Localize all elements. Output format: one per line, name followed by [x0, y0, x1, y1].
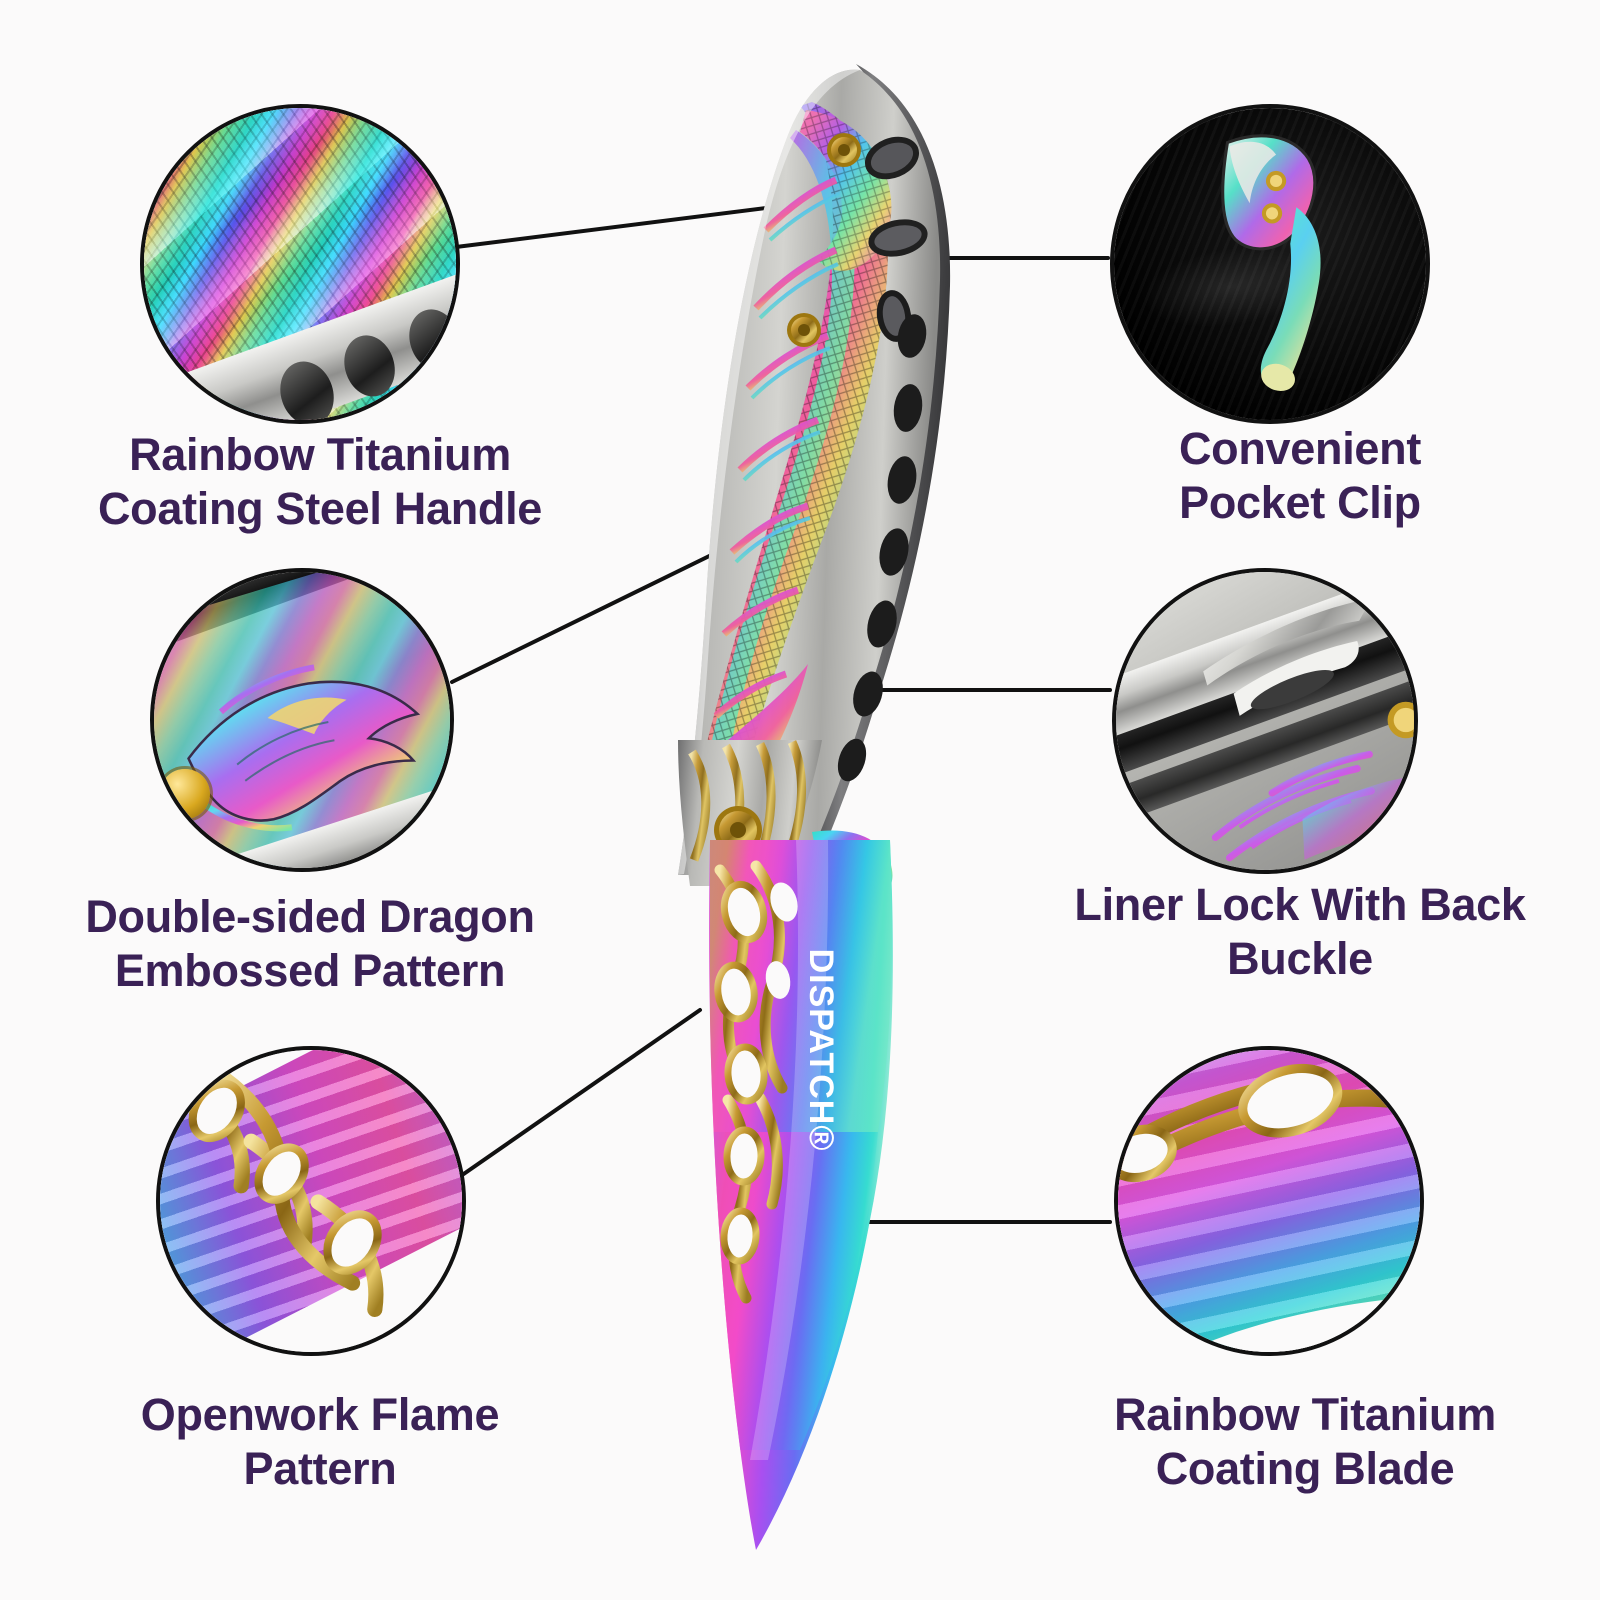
handle-spine-holes	[837, 136, 928, 782]
label-line-1: Liner Lock With Back	[1074, 879, 1526, 930]
knife-blade: DISPATCH®	[709, 840, 893, 1550]
label-rainbow-titanium-coating-blade: Rainbow Titanium Coating Blade	[1030, 1388, 1580, 1496]
callout-convenient-pocket-clip	[1110, 104, 1430, 424]
openwork-flame-pattern	[714, 860, 798, 1304]
label-line-1: Openwork Flame	[140, 1389, 500, 1440]
flame-cutouts	[719, 882, 798, 1259]
callout-openwork-flame-pattern	[156, 1046, 466, 1356]
label-convenient-pocket-clip: Convenient Pocket Clip	[1020, 422, 1580, 530]
label-line-1: Rainbow Titanium	[129, 429, 511, 480]
label-rainbow-titanium-coating-steel-handle: Rainbow Titanium Coating Steel Handle	[40, 428, 600, 536]
label-line-2: Coating Blade	[1155, 1443, 1455, 1494]
label-line-1: Convenient	[1178, 423, 1422, 474]
callout-rainbow-titanium-coating-steel-handle	[140, 104, 460, 424]
label-line-2: Embossed Pattern	[114, 945, 506, 996]
callout-liner-lock-with-back-buckle	[1112, 568, 1418, 874]
label-line-2: Pocket Clip	[1179, 477, 1421, 528]
handle-gold-screws	[787, 133, 861, 347]
label-line-1: Double-sided Dragon	[85, 891, 535, 942]
label-line-2: Pattern	[243, 1443, 397, 1494]
callout-double-sided-dragon-embossed-pattern	[150, 568, 454, 872]
label-openwork-flame-pattern: Openwork Flame Pattern	[50, 1388, 590, 1496]
product-knife-illustration: DISPATCH®	[678, 64, 951, 1550]
label-line-2: Buckle	[1227, 933, 1373, 984]
label-line-2: Coating Steel Handle	[97, 483, 543, 534]
callout-rainbow-titanium-coating-blade	[1114, 1046, 1424, 1356]
label-liner-lock-with-back-buckle: Liner Lock With Back Buckle	[1000, 878, 1600, 986]
label-line-1: Rainbow Titanium	[1114, 1389, 1496, 1440]
label-double-sided-dragon-embossed-pattern: Double-sided Dragon Embossed Pattern	[10, 890, 610, 998]
blade-brand-mark: DISPATCH®	[802, 949, 840, 1152]
